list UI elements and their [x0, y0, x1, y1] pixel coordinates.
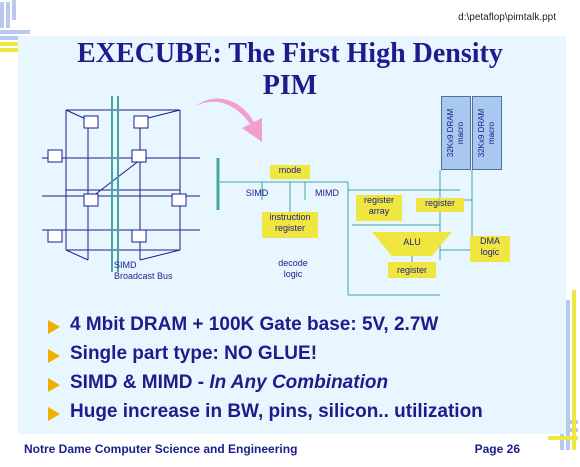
slide-title-line2: PIM	[262, 70, 318, 101]
mode-box: mode	[270, 165, 310, 179]
bullet-text: Single part type: NO GLUE!	[70, 343, 318, 364]
register-top-box: register	[416, 198, 464, 212]
decode-line1: decode	[278, 258, 308, 268]
dma-logic-box: DMA logic	[470, 236, 510, 262]
slide-title-line1: EXECUBE: The First High Density	[77, 38, 503, 69]
bullet-text: Huge increase in BW, pins, silicon.. uti…	[70, 401, 483, 422]
node-cube	[83, 193, 99, 207]
bullet-text-italic: In Any Combination	[209, 372, 389, 393]
instruction-register-box: instruction register	[262, 212, 318, 238]
bullet-list: 4 Mbit DRAM + 100K Gate base: 5V, 2.7W S…	[48, 314, 483, 430]
simd-bus-line1: SIMD	[114, 260, 137, 270]
node-cube	[47, 229, 63, 243]
node-cube	[133, 115, 149, 129]
simd-broadcast-bus	[111, 96, 119, 272]
alu-label: ALU	[403, 237, 421, 247]
bullet-item: Single part type: NO GLUE!	[48, 343, 483, 372]
node-cube	[47, 149, 63, 163]
simd-bus-label: SIMD Broadcast Bus	[114, 260, 194, 282]
bullet-item: SIMD & MIMD - In Any Combination	[48, 372, 483, 401]
bullet-icon	[48, 320, 60, 334]
page-number: Page 26	[474, 442, 520, 456]
register-array-line1: register	[363, 195, 394, 205]
cube-lattice	[42, 109, 200, 261]
node-cube	[171, 193, 187, 207]
node-cube	[131, 149, 147, 163]
simd-label: SIMD	[245, 188, 269, 198]
dma-line2: logic	[480, 247, 500, 257]
bullet-text: 4 Mbit DRAM + 100K Gate base: 5V, 2.7W	[70, 314, 439, 335]
instruction-register-line2: register	[274, 223, 305, 233]
node-cube	[83, 115, 99, 129]
decode-line2: logic	[283, 269, 303, 279]
bullet-item: Huge increase in BW, pins, silicon.. uti…	[48, 401, 483, 430]
file-path: d:\petaflop\pimtalk.ppt	[458, 12, 556, 23]
register-array-line2: array	[368, 206, 390, 216]
alu-shape	[372, 232, 452, 256]
node-cube	[131, 229, 147, 243]
simd-bus-line2: Broadcast Bus	[114, 271, 173, 281]
dma-line1: DMA	[480, 236, 500, 246]
register-array-box: register array	[356, 195, 402, 221]
bullet-icon	[48, 378, 60, 392]
register-bottom-box: register	[388, 262, 436, 278]
footer-institution: Notre Dame Computer Science and Engineer…	[24, 442, 298, 456]
mimd-label: MIMD	[315, 188, 339, 198]
bullet-item: 4 Mbit DRAM + 100K Gate base: 5V, 2.7W	[48, 314, 483, 343]
bullet-icon	[48, 349, 60, 363]
magnify-arrow	[196, 98, 262, 142]
decode-logic-label: decode logic	[268, 258, 318, 280]
instruction-register-line1: instruction	[269, 212, 311, 222]
bullet-icon	[48, 407, 60, 421]
bullet-text: SIMD & MIMD -	[70, 372, 210, 393]
